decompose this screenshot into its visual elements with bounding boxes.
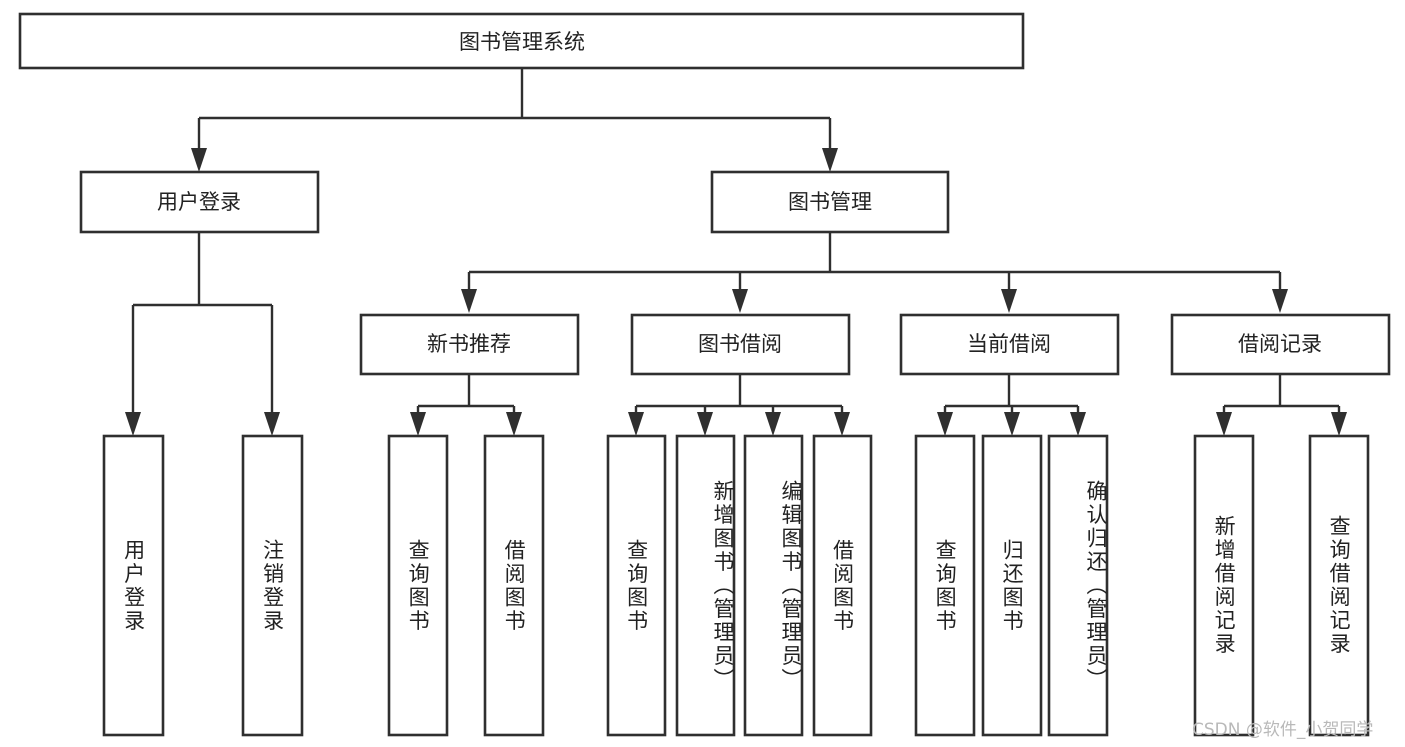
arrowhead-book-manage: [822, 148, 838, 172]
leaf-box-borrow-record-0[interactable]: [1193, 434, 1255, 737]
arrowhead-user-login-leaf-0: [125, 412, 141, 436]
node-book-manage-label: 图书管理: [788, 190, 872, 214]
connector-group: [125, 68, 1347, 436]
leaf-box-current-borrow-1[interactable]: [981, 434, 1043, 737]
leaf-box-borrow-record-1[interactable]: [1308, 434, 1370, 737]
leaf-box-book-borrow-3[interactable]: [812, 434, 873, 737]
node-book-manage-box[interactable]: [710, 170, 950, 234]
arrowhead-user-login: [191, 148, 207, 172]
node-new-book-recommend-box[interactable]: [359, 313, 580, 376]
arrowhead-new-book-leaf-1: [506, 412, 522, 436]
arrowhead-book-borrow: [732, 289, 748, 313]
arrowhead-current-borrow: [1001, 289, 1017, 313]
leaf-box-book-borrow-2[interactable]: [743, 434, 804, 737]
node-book-manage[interactable]: 图书管理: [710, 170, 950, 234]
node-book-borrow-label: 图书借阅: [698, 332, 782, 356]
leaf-box-group: [102, 434, 1370, 737]
node-root-box[interactable]: [18, 12, 1025, 70]
node-current-borrow[interactable]: 当前借阅: [899, 313, 1120, 376]
arrowhead-user-login-leaf-1: [264, 412, 280, 436]
node-book-borrow-box[interactable]: [630, 313, 851, 376]
node-new-book-recommend-label: 新书推荐: [427, 332, 511, 356]
node-current-borrow-label: 当前借阅: [967, 332, 1051, 356]
arrowhead-new-book: [461, 289, 477, 313]
node-current-borrow-box[interactable]: [899, 313, 1120, 376]
arrowhead-current-borrow-leaf-0: [937, 412, 953, 436]
node-user-login-box[interactable]: [79, 170, 320, 234]
node-root[interactable]: 图书管理系统: [18, 12, 1025, 70]
leaf-box-user-login-1[interactable]: [241, 434, 304, 737]
node-new-book-recommend[interactable]: 新书推荐: [359, 313, 580, 376]
node-book-borrow[interactable]: 图书借阅: [630, 313, 851, 376]
node-borrow-record-label: 借阅记录: [1238, 332, 1322, 356]
arrowhead-new-book-leaf-0: [410, 412, 426, 436]
leaf-box-book-borrow-1[interactable]: [675, 434, 736, 737]
arrowhead-current-borrow-leaf-1: [1004, 412, 1020, 436]
arrowhead-book-borrow-leaf-3: [834, 412, 850, 436]
arrowhead-current-borrow-leaf-2: [1070, 412, 1086, 436]
node-borrow-record-box[interactable]: [1170, 313, 1391, 376]
node-root-label: 图书管理系统: [459, 30, 585, 54]
leaf-box-user-login-0[interactable]: [102, 434, 165, 737]
leaf-box-current-borrow-2[interactable]: [1047, 434, 1109, 737]
leaf-box-new-book-1[interactable]: [483, 434, 545, 737]
leaf-box-current-borrow-0[interactable]: [914, 434, 976, 737]
arrowhead-borrow-record-leaf-0: [1216, 412, 1232, 436]
node-borrow-record[interactable]: 借阅记录: [1170, 313, 1391, 376]
arrowhead-book-borrow-leaf-1: [697, 412, 713, 436]
node-user-login[interactable]: 用户登录: [79, 170, 320, 234]
arrowhead-book-borrow-leaf-0: [628, 412, 644, 436]
csdn-watermark: CSDN @软件_小贺同学: [1192, 720, 1374, 740]
arrowhead-borrow-record: [1272, 289, 1288, 313]
leaf-box-book-borrow-0[interactable]: [606, 434, 667, 737]
leaf-box-new-book-0[interactable]: [387, 434, 449, 737]
node-user-login-label: 用户登录: [157, 190, 241, 214]
arrowhead-borrow-record-leaf-1: [1331, 412, 1347, 436]
arrowhead-book-borrow-leaf-2: [765, 412, 781, 436]
